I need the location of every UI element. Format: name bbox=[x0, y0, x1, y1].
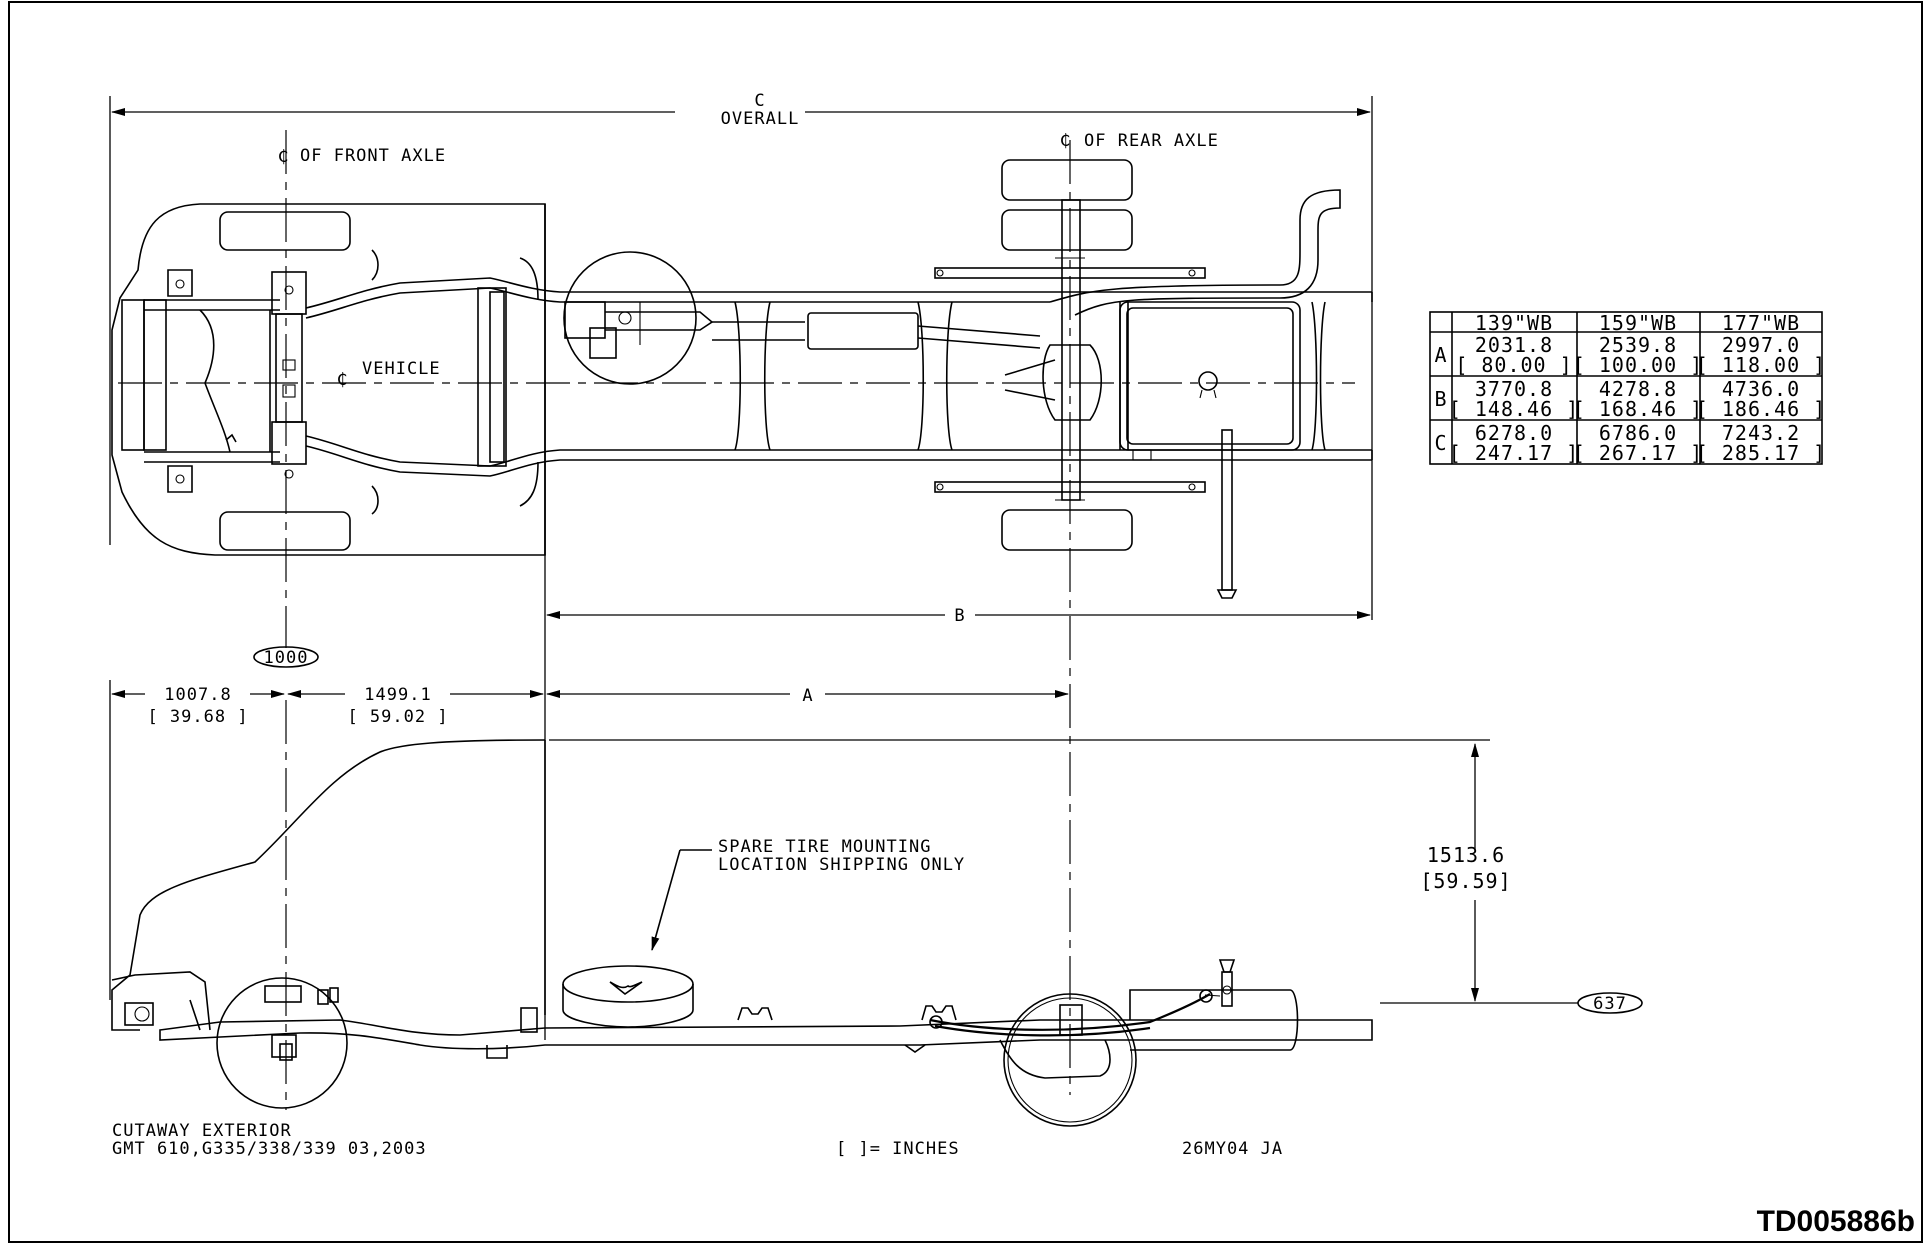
table-cell-a-177-in: [ 118.00 ] bbox=[1696, 353, 1826, 377]
overall-letter: C bbox=[754, 91, 765, 111]
transmission-detail bbox=[563, 251, 805, 385]
height-mm: 1513.6 bbox=[1427, 843, 1505, 867]
table-row-key-a: A bbox=[1434, 343, 1447, 367]
front-overhang-mm: 1007.8 bbox=[164, 685, 231, 705]
dim-a-label: A bbox=[802, 686, 813, 706]
table-cell-c-139-in: [ 247.17 ] bbox=[1449, 441, 1579, 465]
table-cell-b-159-mm: 4278.8 bbox=[1599, 377, 1677, 401]
table-cell-b-139-mm: 3770.8 bbox=[1475, 377, 1553, 401]
table-row-key-c: C bbox=[1434, 431, 1447, 455]
drawing-border bbox=[8, 1, 1923, 1243]
table-cell-a-177-mm: 2997.0 bbox=[1722, 333, 1800, 357]
overall-label: OVERALL bbox=[721, 109, 800, 129]
rear-tire-inner-left bbox=[1001, 209, 1133, 251]
vehicle-label: VEHICLE bbox=[362, 359, 441, 379]
table-cell-b-177-in: [ 186.46 ] bbox=[1696, 397, 1826, 421]
frame-rails bbox=[305, 257, 1373, 507]
table-cell-c-177-mm: 7243.2 bbox=[1722, 421, 1800, 445]
axle-to-cab-in: [ 59.02 ] bbox=[347, 707, 448, 727]
table-cell-c-159-mm: 6786.0 bbox=[1599, 421, 1677, 445]
table-row-key-b: B bbox=[1434, 387, 1447, 411]
exhaust-and-driveshaft bbox=[807, 189, 1341, 350]
table-cell-a-139-mm: 2031.8 bbox=[1475, 333, 1553, 357]
rear-axle-centerline: ₵ OF REAR AXLE bbox=[1060, 131, 1219, 1095]
cab-outline bbox=[111, 203, 546, 556]
rear-axle bbox=[934, 159, 1206, 551]
title-line-2: GMT 610,G335/338/339 03,2003 bbox=[112, 1139, 427, 1159]
table-header-177wb: 177"WB bbox=[1722, 311, 1800, 335]
table-grid bbox=[1429, 311, 1823, 465]
top-view: C OVERALL ₵ OF FRONT AXLE ₵ OF REAR AXLE… bbox=[109, 91, 1373, 1095]
wheelbase-table: 139"WB 159"WB 177"WB A 2031.8 [ 80.00 ] … bbox=[1429, 311, 1826, 465]
table-cell-a-159-mm: 2539.8 bbox=[1599, 333, 1677, 357]
horizontal-dimensions: 1007.8 [ 39.68 ] 1499.1 [ 59.02 ] A bbox=[109, 680, 1069, 1000]
front-frame bbox=[121, 249, 379, 515]
height-in: [59.59] bbox=[1420, 869, 1511, 893]
cab-profile bbox=[111, 739, 546, 1031]
axle-to-cab-mm: 1499.1 bbox=[364, 685, 431, 705]
centerline-symbol: ₵ bbox=[337, 370, 348, 390]
ground-datum-value: 637 bbox=[1593, 994, 1627, 1014]
centerline-symbol: ₵ bbox=[278, 147, 289, 167]
front-axle-label: OF FRONT AXLE bbox=[300, 146, 446, 166]
rear-axle-label: OF REAR AXLE bbox=[1084, 131, 1219, 151]
table-cell-c-139-mm: 6278.0 bbox=[1475, 421, 1553, 445]
spare-tire: SPARE TIRE MOUNTING LOCATION SHIPPING ON… bbox=[562, 837, 965, 1028]
rear-tire-outer-left bbox=[1001, 159, 1133, 201]
front-overhang-in: [ 39.68 ] bbox=[147, 707, 248, 727]
table-header-159wb: 159"WB bbox=[1599, 311, 1677, 335]
ground-datum-tag: 637 bbox=[1488, 992, 1643, 1014]
figure-id: TD005886b bbox=[1757, 1205, 1915, 1238]
table-cell-c-177-in: [ 285.17 ] bbox=[1696, 441, 1826, 465]
table-cell-b-177-mm: 4736.0 bbox=[1722, 377, 1800, 401]
spare-tire-note-line1: SPARE TIRE MOUNTING bbox=[718, 837, 931, 857]
table-cell-c-159-in: [ 267.17 ] bbox=[1573, 441, 1703, 465]
dimension-b: B bbox=[544, 555, 1371, 1040]
overall-dimension: C OVERALL bbox=[109, 91, 1373, 620]
units-note: [ ]= INCHES bbox=[836, 1139, 960, 1159]
centerline-symbol: ₵ bbox=[1060, 131, 1071, 151]
table-cell-a-159-in: [ 100.00 ] bbox=[1573, 353, 1703, 377]
front-datum-value: 1000 bbox=[264, 648, 309, 668]
rear-wheel bbox=[1003, 993, 1137, 1127]
title-block: CUTAWAY EXTERIOR GMT 610,G335/338/339 03… bbox=[112, 1121, 1915, 1238]
vehicle-centerline: ₵ VEHICLE bbox=[118, 359, 1355, 390]
table-cell-a-139-in: [ 80.00 ] bbox=[1455, 353, 1572, 377]
crossmembers bbox=[734, 301, 1326, 451]
front-axle-centerline: ₵ OF FRONT AXLE bbox=[278, 130, 446, 648]
rear-tire-right bbox=[1001, 509, 1133, 551]
front-datum-tag: 1000 bbox=[253, 646, 319, 668]
title-line-1: CUTAWAY EXTERIOR bbox=[112, 1121, 292, 1141]
table-cell-b-139-in: [ 148.46 ] bbox=[1449, 397, 1579, 421]
table-header-139wb: 139"WB bbox=[1475, 311, 1553, 335]
fuel-tank bbox=[1119, 301, 1301, 599]
date-code: 26MY04 JA bbox=[1182, 1139, 1283, 1159]
front-tire-right bbox=[219, 511, 351, 551]
side-view: SPARE TIRE MOUNTING LOCATION SHIPPING ON… bbox=[111, 700, 1643, 1127]
table-cell-b-159-in: [ 168.46 ] bbox=[1573, 397, 1703, 421]
front-tire-left bbox=[219, 211, 351, 251]
height-dimension: 1513.6 [59.59] bbox=[1380, 743, 1511, 1004]
spare-tire-note-line2: LOCATION SHIPPING ONLY bbox=[718, 855, 965, 875]
dim-b-label: B bbox=[954, 606, 965, 626]
front-wheel bbox=[216, 977, 348, 1109]
